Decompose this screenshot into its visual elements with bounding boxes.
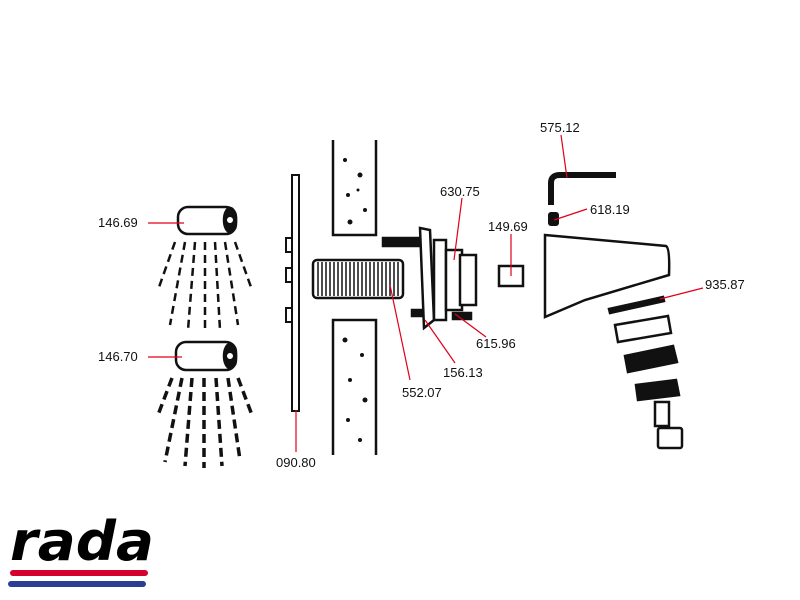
lever-handle <box>543 233 671 319</box>
spray-head-top <box>176 205 238 236</box>
part-label-615-96: 615.96 <box>476 336 516 351</box>
cartridge-parts <box>607 295 684 450</box>
threaded-tube <box>311 258 405 300</box>
spray-pattern-top <box>156 241 254 332</box>
part-label-156-13: 156.13 <box>443 365 483 380</box>
part-label-552-07: 552.07 <box>402 385 442 400</box>
part-label-146-70: 146.70 <box>98 349 138 364</box>
part-label-090-80: 090.80 <box>276 455 316 470</box>
leader-lines <box>148 134 704 452</box>
part-label-146-69: 146.69 <box>98 215 138 230</box>
part-label-149-69: 149.69 <box>488 219 528 234</box>
grub-screw <box>548 212 559 226</box>
part-label-618-19: 618.19 <box>590 202 630 217</box>
part-label-935-87: 935.87 <box>705 277 745 292</box>
wall-section <box>331 140 378 455</box>
logo-wordmark: rada <box>10 512 154 573</box>
hex-key <box>548 172 616 205</box>
part-label-630-75: 630.75 <box>440 184 480 199</box>
part-label-575-12: 575.12 <box>540 120 580 135</box>
spray-head-bottom <box>174 340 238 372</box>
rada-logo: rada <box>8 510 158 592</box>
backplate <box>285 174 300 412</box>
spray-pattern-bottom <box>156 377 254 468</box>
body-assembly <box>381 226 478 331</box>
